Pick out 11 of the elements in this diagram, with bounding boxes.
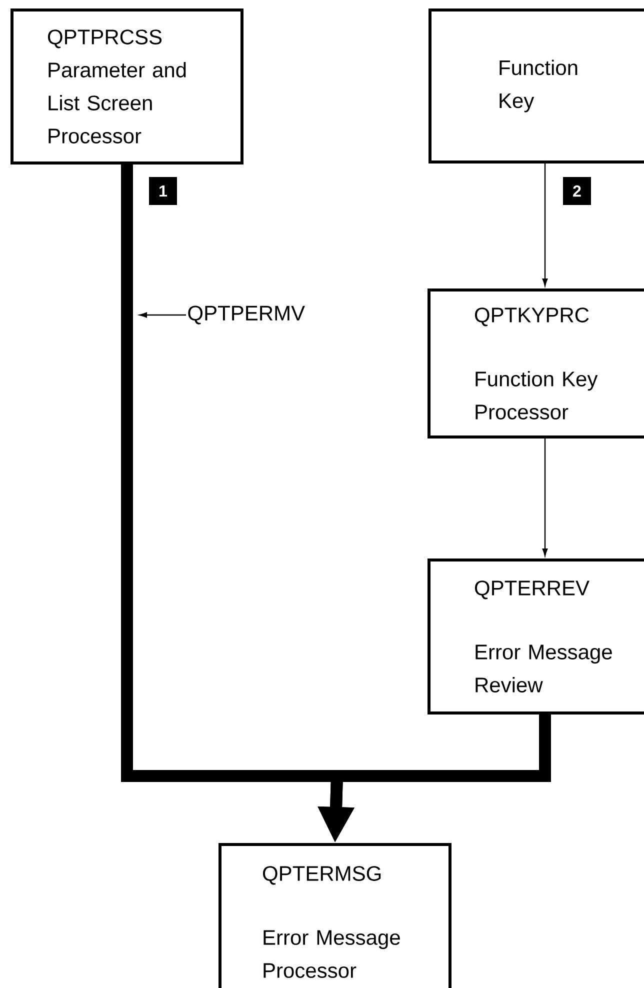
process-box: QPTKYPRC Function Key Processor: [428, 288, 644, 438]
process-box: Function Key: [428, 8, 644, 164]
process-box: QPTPRCSS Parameter and List Screen Processor: [10, 8, 244, 164]
arrow: [542, 438, 548, 556]
process-box: QPTERMSG Error Message Processor: [218, 843, 452, 988]
arrow: [542, 164, 548, 286]
leader-line: [139, 312, 186, 318]
callout-number: 1: [149, 177, 177, 205]
module-label: QPTPERMV: [188, 306, 305, 324]
process-box: QPTERREV Error Message Review: [428, 558, 644, 714]
callout-number: 2: [563, 177, 591, 205]
